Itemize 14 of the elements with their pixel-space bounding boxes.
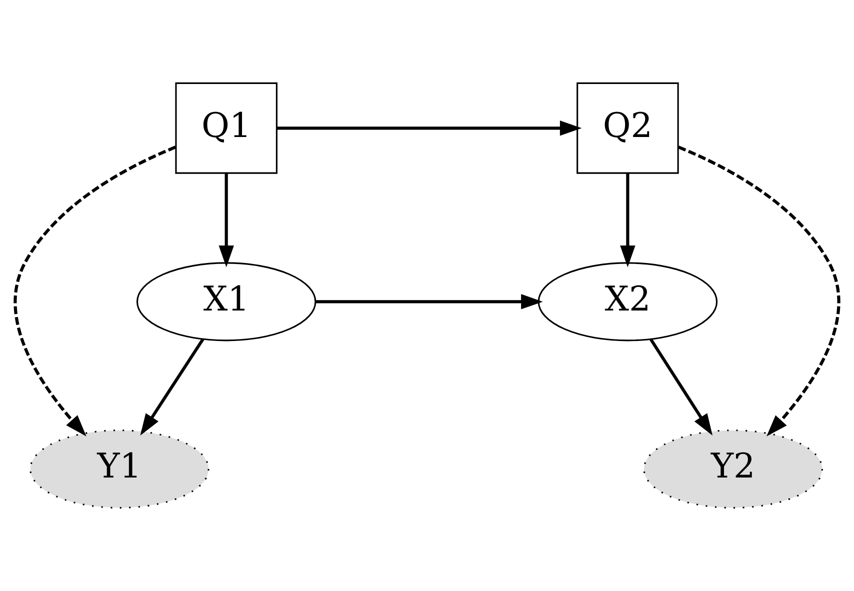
arrow — [140, 338, 204, 436]
node-ellipse: Y2 — [643, 430, 823, 509]
node-ellipse: X1 — [136, 262, 316, 342]
arrow — [276, 120, 582, 136]
arrow — [620, 173, 636, 268]
arrow — [650, 338, 713, 436]
arrow — [218, 173, 234, 268]
arrow — [678, 146, 840, 436]
arrow — [316, 294, 543, 310]
node-box: Q1 — [175, 82, 278, 174]
arrow — [14, 146, 176, 436]
node-ellipse: Y1 — [30, 430, 210, 509]
node-ellipse: X2 — [538, 262, 718, 342]
node-box: Q2 — [576, 82, 679, 174]
